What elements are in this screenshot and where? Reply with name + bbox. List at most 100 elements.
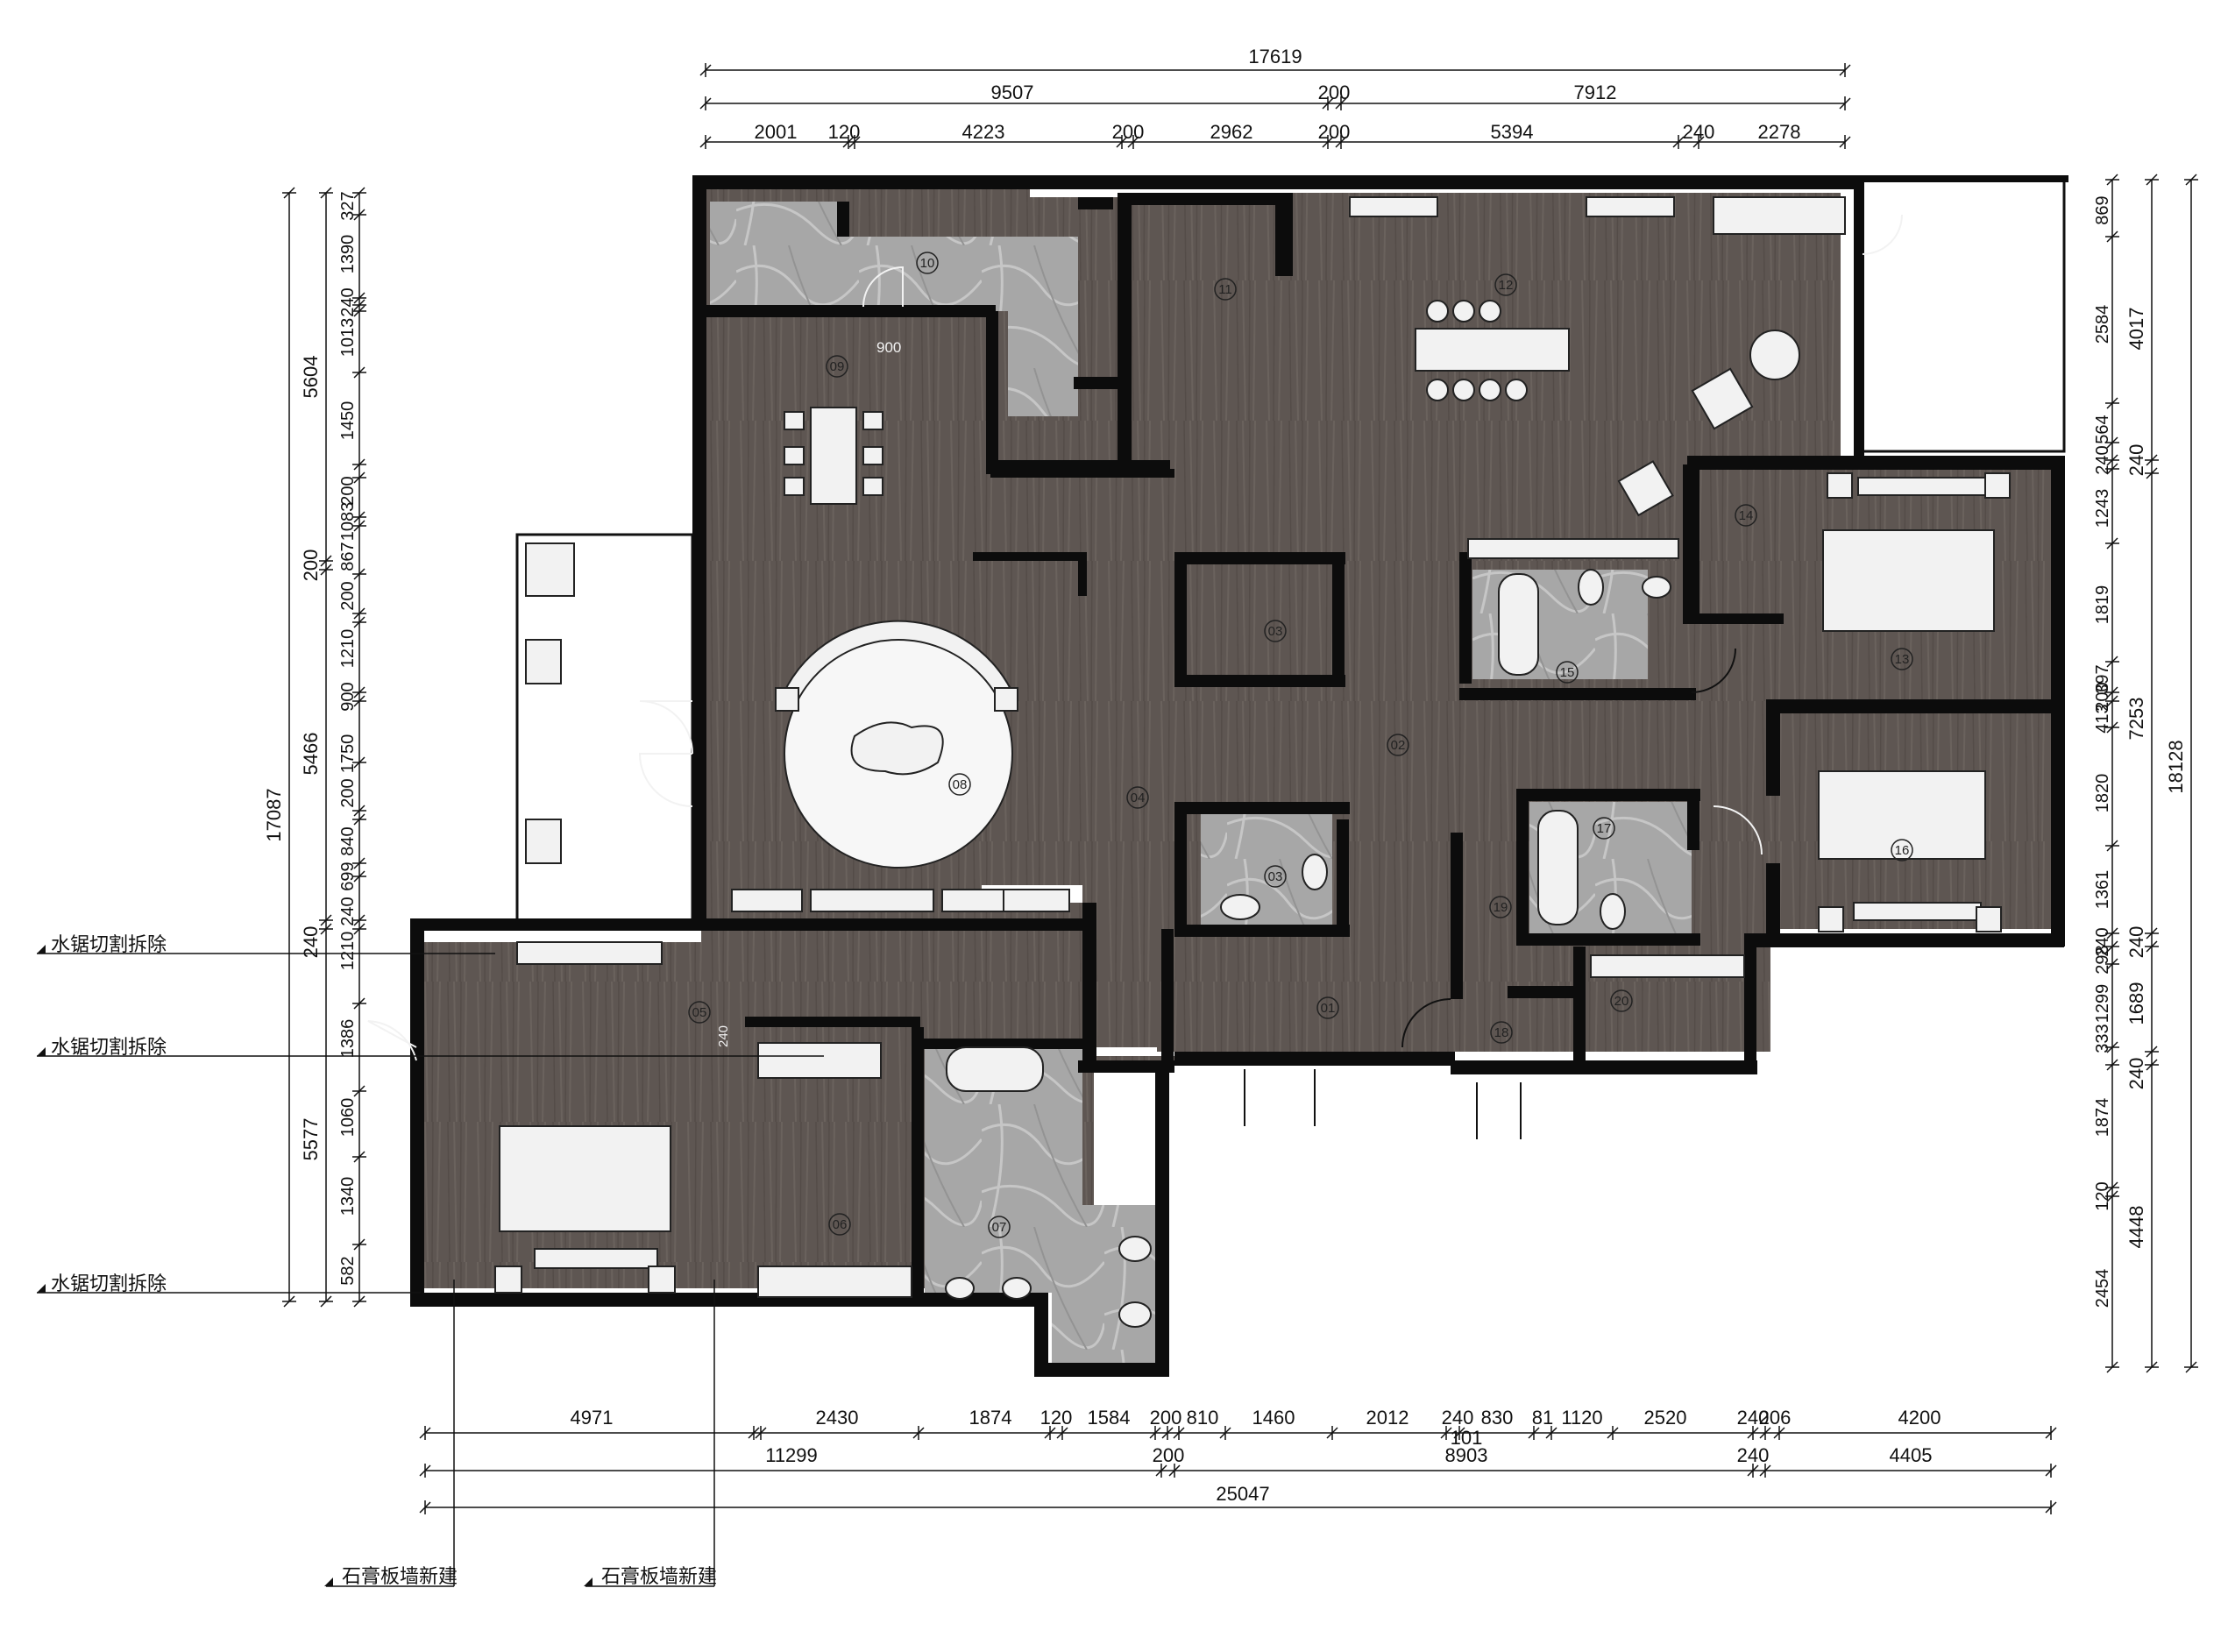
- door-swing: [862, 266, 904, 308]
- floor-balcony: [1861, 178, 2066, 453]
- side-table: [775, 687, 799, 712]
- wall-partition-1: [973, 552, 1087, 561]
- dim-bot-2-a: 11299: [765, 1444, 818, 1466]
- side-table: [994, 687, 1018, 712]
- wall-03a-east: [1332, 552, 1345, 684]
- basin: [945, 1277, 975, 1300]
- toilet: [1600, 893, 1626, 930]
- dim-left-inner-9: 1210: [338, 629, 358, 669]
- round-table: [1749, 330, 1800, 380]
- dining-table-12: [1415, 328, 1570, 372]
- wall-bath17-south: [1516, 933, 1700, 946]
- room-number-07: 07: [992, 1220, 1007, 1235]
- wall-bed16-south: [1749, 933, 2064, 947]
- dim-right-inner-2: 564: [2093, 415, 2112, 443]
- room-number-05: 05: [692, 1005, 707, 1020]
- dim-left-inner-19: 1340: [338, 1177, 358, 1216]
- dim-bot-1-q: 4200: [1898, 1407, 1941, 1429]
- nightstand: [1976, 906, 2002, 932]
- dim-bot-1-p: 206: [1759, 1407, 1792, 1429]
- dim-bot-2-e: 4405: [1890, 1444, 1933, 1466]
- room-marker-circle: [826, 355, 848, 378]
- dim-bot-1-o: 240: [1737, 1407, 1770, 1429]
- dim-top-3-e: 2962: [1210, 121, 1253, 143]
- wall-nook: [1074, 377, 1118, 389]
- door-swing: [638, 753, 693, 807]
- dim-right-inner-8: 413: [2093, 704, 2112, 733]
- dim-right-inner-6: 397: [2093, 664, 2112, 693]
- wall-south-east: [1451, 1060, 1757, 1074]
- dimension-lines: [282, 63, 2198, 1514]
- dim-right-mid-f: 240: [2125, 1058, 2147, 1090]
- dim-right-inner-16: 120: [2093, 1181, 2112, 1210]
- dim-right-inner-10: 1361: [2093, 870, 2112, 910]
- door-swing: [1691, 648, 1736, 693]
- bathtub-15: [1498, 573, 1539, 676]
- chair: [784, 411, 805, 430]
- coffee-table-08: [850, 721, 944, 776]
- dim-right-inner-1: 2584: [2093, 305, 2112, 344]
- room-marker-circle: [1490, 1021, 1513, 1044]
- right-dimension-labels: 18128 4017 240 7253 240 1689 240 4448: [2125, 308, 2187, 1249]
- dim-left-mid-d: 240: [300, 926, 322, 959]
- dim-bot-1-m: 1120: [1561, 1407, 1602, 1429]
- dim-right-inner-11: 240: [2093, 927, 2112, 956]
- wall-room19-west: [1451, 833, 1463, 999]
- dim-left-mid-a: 5604: [300, 356, 322, 399]
- armchair: [1617, 460, 1674, 517]
- floor-bath-07: [925, 1043, 1157, 1363]
- bed-05: [499, 1125, 671, 1232]
- dim-bot-1-i: 2012: [1366, 1407, 1409, 1429]
- wardrobe: [1713, 196, 1846, 235]
- wall-lower-south: [1078, 1060, 1174, 1073]
- dim-left-inner-18: 1060: [338, 1098, 358, 1138]
- room-number-12: 12: [1499, 278, 1514, 293]
- room-marker-circle: [688, 1001, 711, 1024]
- dim-bot-1-g: 810: [1187, 1407, 1219, 1429]
- room-marker-circle: [948, 773, 971, 796]
- bed-headboard-05: [534, 1248, 658, 1269]
- chair: [862, 446, 883, 465]
- dim-left-inner-3: 1013: [338, 318, 358, 358]
- room-marker-circle: [1891, 839, 1913, 861]
- dim-bot-1-k: 830: [1481, 1407, 1514, 1429]
- dim-top-3-g: 5394: [1491, 121, 1534, 143]
- wall-east-balcony: [1854, 180, 1864, 460]
- cabinet: [1003, 889, 1070, 912]
- room-marker-circle: [1610, 989, 1633, 1012]
- bathtub-07: [946, 1046, 1044, 1092]
- room-marker-circle: [1264, 620, 1287, 642]
- wall-bath07-west: [1034, 1293, 1048, 1376]
- wall-north-balcony: [1858, 175, 2068, 182]
- dim-bot-1-l: 81: [1532, 1407, 1553, 1429]
- dim-left-inner-1: 1390: [338, 235, 358, 274]
- room-marker-circle: [1316, 996, 1339, 1019]
- dim-bot-2-b: 200: [1153, 1444, 1185, 1466]
- wardrobe: [757, 1266, 912, 1298]
- floor-lower-hall: [701, 911, 1096, 1060]
- wardrobe: [1349, 196, 1438, 217]
- dim-bot-1-a: 4971: [571, 1407, 614, 1429]
- wardrobe: [1590, 954, 1745, 978]
- wall-nook-2: [1078, 197, 1113, 209]
- bed-16: [1818, 770, 1986, 860]
- toilet: [1118, 1301, 1152, 1328]
- wall-room19-east: [1573, 947, 1586, 1060]
- room-marker-circle: [828, 1213, 851, 1236]
- door-swing: [1401, 998, 1451, 1048]
- wall-closet20-east: [1744, 933, 1756, 1074]
- dim-left-inner-8: 200: [338, 581, 358, 610]
- wall-closet14-south: [1683, 613, 1784, 624]
- wall-bath17-east: [1687, 789, 1699, 850]
- toilet: [1578, 569, 1604, 606]
- left-annotations: 水锯切割拆除 水锯切割拆除 水锯切割拆除: [37, 934, 824, 1295]
- annotation-marker: [584, 1578, 592, 1586]
- dim-right-mid-b: 240: [2125, 444, 2147, 477]
- room-number-03: 03: [1268, 869, 1283, 884]
- wall-north: [692, 175, 1863, 189]
- wall-bath15-south: [1459, 688, 1696, 700]
- room-number-03: 03: [1268, 624, 1283, 639]
- dim-left-inner-6: 1083: [338, 502, 358, 542]
